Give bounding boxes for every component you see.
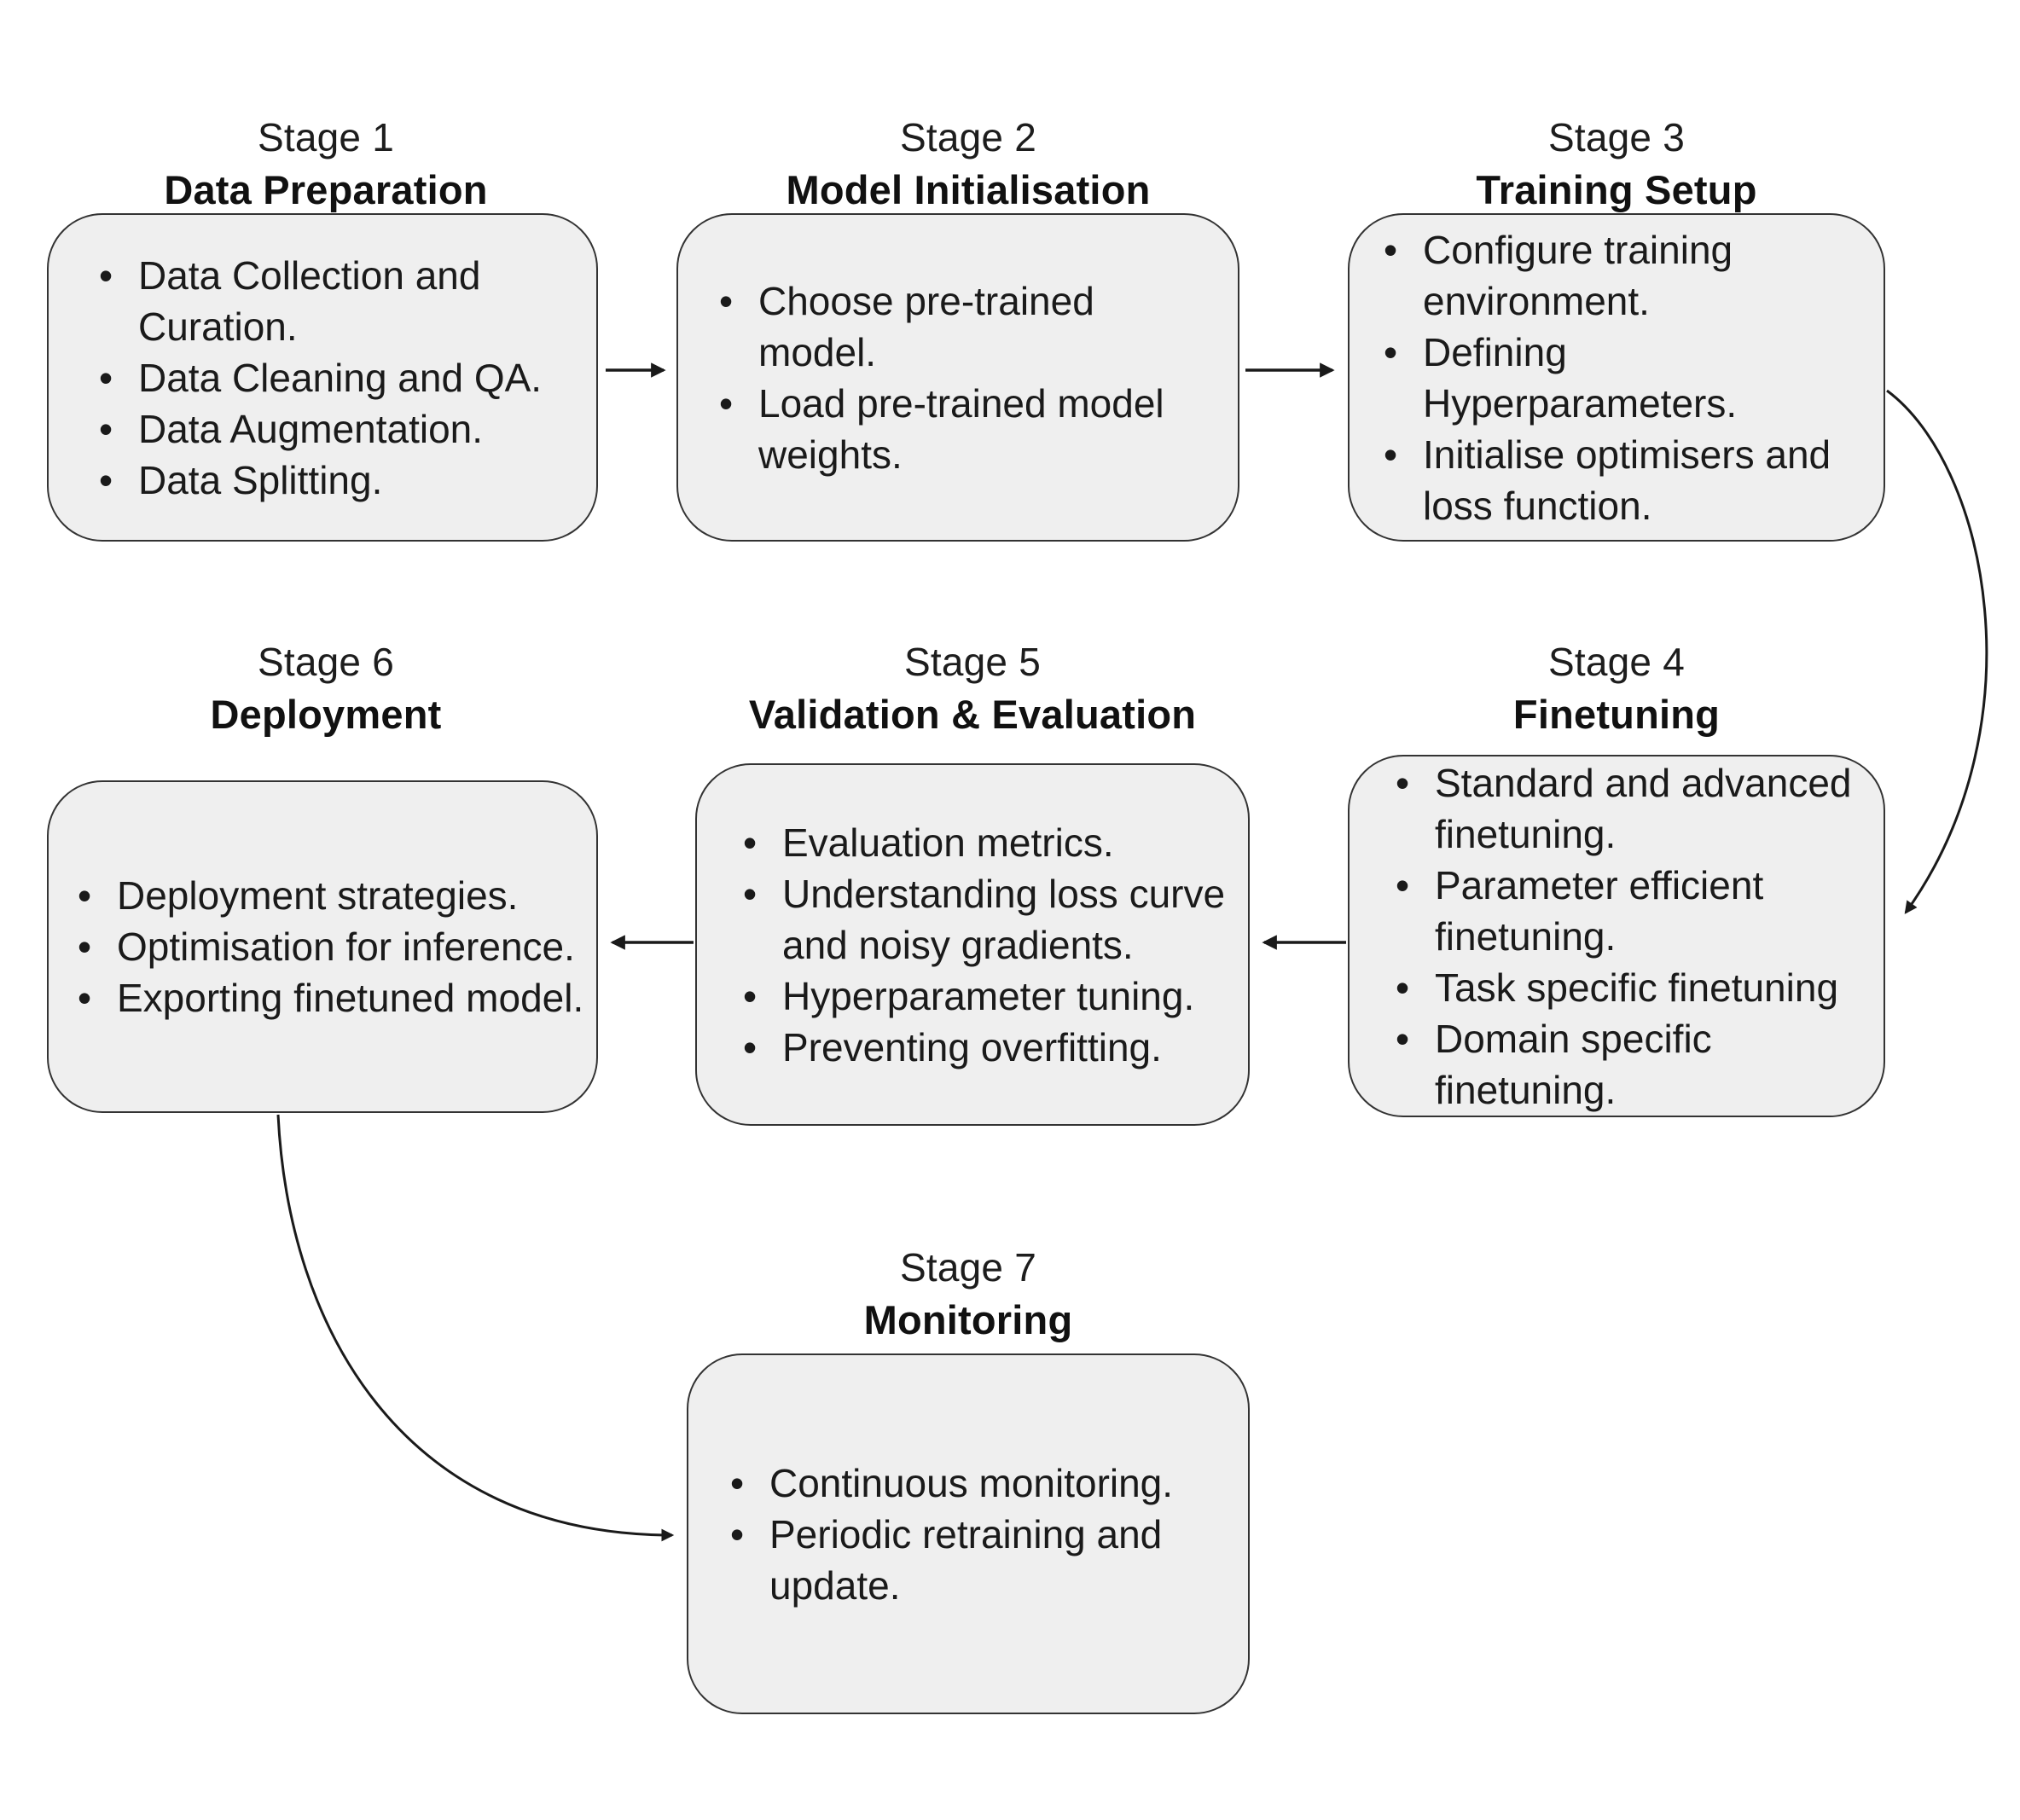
stage-7-name: Monitoring	[863, 1297, 1073, 1342]
stage-4-name: Finetuning	[1512, 692, 1721, 737]
stage-3-label: Stage 3	[1548, 115, 1685, 159]
stage-1-bullet-list: Data Collection and Curation. Data Clean…	[96, 250, 596, 506]
bullet-item: Data Augmentation.	[96, 403, 596, 455]
stage-1-label: Stage 1	[258, 115, 394, 159]
stage-3-box: Configure training environment. Defining…	[1348, 213, 1885, 542]
stage-1-title: Stage 1 Data Preparation	[0, 111, 710, 217]
stage-6-name: Deployment	[210, 692, 442, 737]
bullet-item: Evaluation metrics.	[740, 817, 1239, 868]
bullet-item: Hyperparameter tuning.	[740, 971, 1239, 1022]
bullet-item: Defining Hyperparameters.	[1380, 327, 1884, 429]
stage-1-box: Data Collection and Curation. Data Clean…	[47, 213, 598, 542]
stage-2-bullet-list: Choose pre-trained model. Load pre-train…	[716, 275, 1202, 480]
stage-5-box: Evaluation metrics. Understanding loss c…	[695, 763, 1250, 1126]
stage-5-bullet-list: Evaluation metrics. Understanding loss c…	[740, 817, 1239, 1073]
stage-4-bullet-list: Standard and advanced finetuning. Parame…	[1392, 757, 1861, 1116]
bullet-item: Understanding loss curve and noisy gradi…	[740, 868, 1239, 971]
stage-6-bullet-list: Deployment strategies. Optimisation for …	[74, 870, 583, 1023]
stage-6-label: Stage 6	[258, 640, 394, 684]
bullet-item: Continuous monitoring.	[727, 1458, 1213, 1509]
stage-3-title: Stage 3 Training Setup	[1233, 111, 2000, 217]
stage-2-box: Choose pre-trained model. Load pre-train…	[676, 213, 1239, 542]
bullet-item: Optimisation for inference.	[74, 921, 583, 972]
bullet-item: Preventing overfitting.	[740, 1022, 1239, 1073]
stage-7-bullet-list: Continuous monitoring. Periodic retraini…	[727, 1458, 1213, 1611]
stage-3-name: Training Setup	[1476, 167, 1757, 212]
bullet-item: Initialise optimisers and loss function.	[1380, 429, 1884, 531]
bullet-item: Deployment strategies.	[74, 870, 583, 921]
arrow-stage6-to-stage7-icon	[276, 1114, 675, 1542]
stage-7-box: Continuous monitoring. Periodic retraini…	[687, 1353, 1250, 1714]
bullet-item: Standard and advanced finetuning.	[1392, 757, 1861, 860]
bullet-item: Periodic retraining and update.	[727, 1509, 1213, 1611]
stage-2-name: Model Initialisation	[786, 167, 1151, 212]
stage-4-title: Stage 4 Finetuning	[1233, 635, 2000, 741]
bullet-item: Data Collection and Curation.	[96, 250, 596, 352]
stage-2-label: Stage 2	[900, 115, 1036, 159]
stage-4-label: Stage 4	[1548, 640, 1685, 684]
stage-4-box: Standard and advanced finetuning. Parame…	[1348, 755, 1885, 1117]
bullet-item: Choose pre-trained model.	[716, 275, 1202, 378]
bullet-item: Data Cleaning and QA.	[96, 352, 596, 403]
stage-6-title: Stage 6 Deployment	[0, 635, 710, 741]
bullet-item: Load pre-trained model weights.	[716, 378, 1202, 480]
bullet-item: Task specific finetuning	[1392, 962, 1861, 1013]
stage-7-title: Stage 7 Monitoring	[584, 1241, 1352, 1347]
stage-2-title: Stage 2 Model Initialisation	[584, 111, 1352, 217]
stage-3-bullet-list: Configure training environment. Defining…	[1380, 224, 1884, 531]
bullet-item: Parameter efficient finetuning.	[1392, 860, 1861, 962]
bullet-item: Data Splitting.	[96, 455, 596, 506]
stage-5-title: Stage 5 Validation & Evaluation	[589, 635, 1356, 741]
bullet-item: Configure training environment.	[1380, 224, 1884, 327]
stage-5-label: Stage 5	[904, 640, 1041, 684]
arrow-stage3-to-stage4-icon	[1886, 389, 1988, 914]
bullet-item: Exporting finetuned model.	[74, 972, 583, 1023]
stage-7-label: Stage 7	[900, 1245, 1036, 1290]
bullet-item: Domain specific finetuning.	[1392, 1013, 1861, 1116]
stage-5-name: Validation & Evaluation	[748, 692, 1197, 737]
stage-6-box: Deployment strategies. Optimisation for …	[47, 780, 598, 1113]
stage-1-name: Data Preparation	[164, 167, 488, 212]
